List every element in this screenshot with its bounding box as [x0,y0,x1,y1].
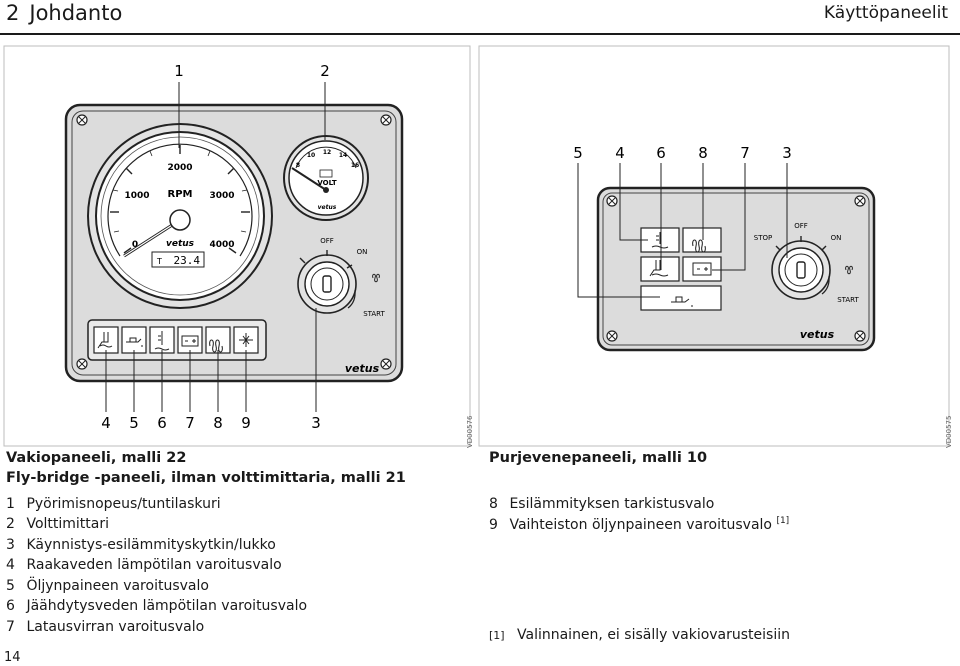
svg-text:10: 10 [307,152,315,159]
svg-text:ON: ON [831,234,842,242]
tacho-label: RPM [168,189,193,200]
right-figure-frame [478,45,950,447]
svg-text:6: 6 [157,414,167,432]
raw-water-temp-icon [97,332,113,349]
footnote-ref: [1] [776,516,790,526]
chapter-number: 2 [6,1,20,25]
page-number: 14 [4,650,21,665]
list-item: 2 Volttimittari [6,516,109,532]
glow-plug-icon [845,265,853,275]
svg-text:7: 7 [740,144,750,162]
coolant-temp-icon [649,260,669,277]
svg-text:vetus: vetus [318,204,337,211]
left-heading-2: Fly-bridge -paneeli, ilman volttimittari… [6,470,406,486]
right-callouts: 5 4 6 8 7 3 [573,144,792,162]
list-item: 4 Raakaveden lämpötilan varoitusvalo [6,557,282,573]
list-item: 8 Esilämmityksen tarkistusvalo [489,496,715,512]
oil-pressure-icon [126,337,143,347]
panel-model-22: 2000 1000 3000 0 4000 RPM vetus T 23.4 8… [64,103,404,383]
list-item: 5 Öljynpaineen varoitusvalo [6,578,209,594]
left-heading-1: Vakiopaneeli, malli 22 [6,450,187,466]
tacho-tick-4000: 4000 [209,240,234,250]
list-item: 6 Jäähdytysveden lämpötilan varoitusvalo [6,598,308,614]
svg-text:6: 6 [656,144,666,162]
panel-model-10: STOP OFF ON START vetus [596,186,876,352]
voltmeter-label: VOLT [317,179,337,187]
svg-text:9: 9 [241,414,251,432]
svg-text:OFF: OFF [794,222,808,230]
tacho-brand: vetus [166,239,195,249]
list-item: 1 Pyörimisnopeus/tuntilaskuri [6,496,221,512]
chapter-heading: 2 Johdanto [6,1,122,25]
svg-text:4: 4 [101,414,111,432]
battery-icon [181,335,199,347]
svg-text:5: 5 [573,144,583,162]
svg-text:3: 3 [311,414,321,432]
warning-lights-row [87,319,267,361]
preheat-icon [209,339,223,353]
display-prefix: T [156,257,162,266]
key-start-label: START [363,310,385,318]
gearbox-oil-icon [239,333,253,347]
coolant-temp-icon [154,331,170,351]
svg-text:STOP: STOP [754,234,772,242]
key-off-label: OFF [320,237,334,245]
header-rule [0,33,960,35]
figure-code-left: VD00576 [466,415,474,448]
key-on-label: ON [357,248,368,256]
svg-text:4: 4 [615,144,625,162]
tacho-tick-3000: 3000 [209,191,234,201]
list-item: 3 Käynnistys-esilämmityskytkin/lukko [6,537,276,553]
svg-text:14: 14 [339,152,347,159]
svg-text:8: 8 [213,414,223,432]
panel-brand-logo-right: vetus [800,328,835,341]
right-heading: Purjevenepaneeli, malli 10 [489,450,708,466]
voltmeter-gauge: 8 10 12 14 16 VOLT vetus [283,135,369,221]
svg-text:2: 2 [320,62,330,80]
svg-text:16: 16 [351,162,359,169]
list-item: 9 Vaihteiston öljynpaineen varoitusvalo … [489,516,790,533]
tachometer-gauge: 2000 1000 3000 0 4000 RPM vetus T 23.4 [87,123,273,309]
glow-plug-icon [372,273,380,283]
oil-pressure-icon [671,296,693,307]
left-figure-frame [3,45,471,447]
svg-text:8: 8 [698,144,708,162]
chapter-title: Johdanto [29,1,123,25]
footnote-text: Valinnainen, ei sisälly vakiovarusteisii… [517,627,790,643]
panel-brand-logo: vetus [345,362,380,375]
tacho-tick-1000: 1000 [124,191,149,201]
svg-text:3: 3 [782,144,792,162]
list-item: 7 Latausvirran varoitusvalo [6,619,205,635]
key-switch: OFF ON START [297,237,386,318]
figure-code-right: VD00575 [945,415,953,448]
tacho-tick-2000: 2000 [167,163,192,173]
svg-text:7: 7 [185,414,195,432]
hour-counter-display: 23.4 [174,254,201,267]
battery-icon [692,262,712,276]
svg-text:12: 12 [323,149,331,156]
svg-text:8: 8 [296,162,300,169]
footnote: [1] Valinnainen, ei sisälly vakiovarustei… [489,627,790,643]
tacho-tick-0: 0 [132,240,138,250]
raw-water-temp-icon [651,232,669,249]
section-title: Käyttöpaneelit [823,3,948,23]
svg-text:START: START [837,296,859,304]
svg-text:5: 5 [129,414,139,432]
footnote-mark: [1] [489,629,505,642]
preheat-icon [692,239,706,253]
svg-text:1: 1 [174,62,184,80]
left-callouts: 1 2 4 5 6 7 8 9 3 [101,62,330,432]
figure-panels: 2000 1000 3000 0 4000 RPM vetus T 23.4 8… [0,44,960,448]
